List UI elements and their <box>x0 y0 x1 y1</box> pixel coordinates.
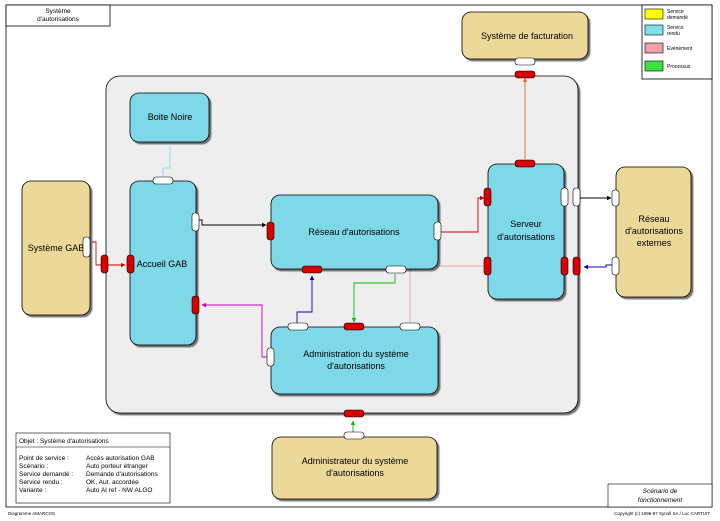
info-box: Objet : Système d'autorisations Point de… <box>15 432 171 504</box>
port-white <box>514 57 536 66</box>
link-admin-accueil <box>201 302 268 358</box>
info-key-1: Point de service : <box>19 455 69 462</box>
scenario-line-2: fonctionnement <box>638 497 684 504</box>
info-val-5: Auto AI ref - NW ALGO <box>86 487 152 494</box>
node-reseau-autorisations[interactable]: Réseau d'autorisations <box>270 194 439 270</box>
node-accueil-gab-label: Accueil GAB <box>137 259 188 269</box>
legend: Service demandé Service rendu Evénement … <box>641 4 713 80</box>
node-administration-line1: Administration du système <box>303 349 409 359</box>
title-line-2: d'autorisations <box>37 16 79 23</box>
port-white <box>191 212 200 232</box>
port-red <box>343 409 365 418</box>
legend-swatch-service-demande <box>644 8 664 20</box>
node-serveur-autorisations[interactable]: Serveur d'autorisations <box>487 163 565 300</box>
port-red <box>343 322 365 331</box>
link-reseau-admin <box>351 274 396 323</box>
node-systeme-facturation-label: Système de facturation <box>481 31 573 41</box>
info-key-5: Variante : <box>19 487 47 494</box>
info-key-3: Service demandé : <box>19 471 73 478</box>
node-administrateur-line2: d'autorisations <box>326 468 384 478</box>
node-reseau-externes-line1: Réseau <box>638 214 669 224</box>
node-boite-noire[interactable]: Boite Noire <box>129 92 210 143</box>
footer-left: Diagramme AMARCOS <box>8 511 55 516</box>
port-white <box>572 187 581 207</box>
node-reseau-externes-line3: externes <box>637 238 672 248</box>
legend-swatch-processus <box>644 60 664 72</box>
footer-right: Copyright (c) 1996-97 Synoll SA / Luc CA… <box>614 511 710 516</box>
port-white <box>343 431 365 440</box>
info-val-3: Demande d'autorisations <box>86 471 158 478</box>
port-white <box>287 322 309 331</box>
legend-label-2a: Service <box>667 25 684 31</box>
port-red <box>100 254 109 274</box>
legend-swatch-service-rendu <box>644 24 664 36</box>
port-red <box>301 265 323 274</box>
info-objet: Objet : Système d'autorisations <box>19 438 110 445</box>
title-line-1: Système <box>45 8 71 15</box>
port-white <box>611 189 620 207</box>
node-administration-systeme[interactable]: Administration du système d'autorisation… <box>270 326 439 395</box>
legend-label-1b: demandé <box>667 15 688 21</box>
node-systeme-gab[interactable]: Système GAB <box>21 180 91 316</box>
node-boite-noire-label: Boite Noire <box>148 112 193 122</box>
port-white <box>399 322 421 331</box>
port-red <box>514 159 536 168</box>
port-red <box>266 221 275 241</box>
port-white <box>82 236 91 258</box>
link-externe-serveur <box>583 264 614 270</box>
node-administration-line2: d'autorisations <box>327 361 385 371</box>
node-systeme-facturation[interactable]: Système de facturation <box>461 11 589 60</box>
node-administrateur-systeme[interactable]: Administrateur du système d'autorisation… <box>271 436 438 500</box>
link-gab-accueil <box>92 241 126 268</box>
port-red <box>514 70 536 79</box>
port-red <box>126 254 135 274</box>
scenario-box: Scénario de fonctionnement <box>607 483 713 508</box>
legend-swatch-evenement <box>644 42 664 54</box>
node-systeme-gab-label: Système GAB <box>28 243 85 253</box>
info-val-4: OK, Aut. accordée <box>86 479 139 486</box>
port-red <box>572 256 581 276</box>
link-reseau-serveur <box>440 195 485 233</box>
info-val-2: Auto porteur étranger <box>86 463 149 470</box>
port-red <box>483 256 492 276</box>
link-admin-reseau <box>296 275 315 323</box>
legend-label-3: Evénement <box>667 46 693 52</box>
node-accueil-gab[interactable]: Accueil GAB <box>129 180 197 346</box>
node-reseau-autorisations-label: Réseau d'autorisations <box>308 227 400 237</box>
legend-label-2b: rendu <box>667 31 680 37</box>
port-white <box>152 176 174 185</box>
port-white <box>433 221 442 241</box>
port-white <box>385 265 407 274</box>
info-key-4: Service rendu : <box>19 479 63 486</box>
info-val-1: Accès autorisation GAB <box>86 455 155 462</box>
node-reseau-externes-line2: d'autorisations <box>625 226 683 236</box>
ports <box>82 57 620 440</box>
scenario-line-1: Scénario de <box>643 488 678 495</box>
info-key-2: Scénario : <box>19 463 48 470</box>
link-boite-accueil <box>162 146 171 179</box>
legend-label-1a: Service <box>667 9 684 15</box>
port-white <box>560 187 569 207</box>
port-white <box>266 347 275 367</box>
legend-label-4: Processus <box>667 64 691 70</box>
title-box: Système d'autorisations <box>5 4 111 27</box>
port-white <box>611 256 620 276</box>
node-reseau-externes[interactable]: Réseau d'autorisations externes <box>615 166 692 298</box>
node-serveur-line1: Serveur <box>510 219 542 229</box>
node-administrateur-line1: Administrateur du système <box>302 456 409 466</box>
port-red <box>560 256 569 276</box>
port-red <box>483 187 492 207</box>
node-serveur-line2: d'autorisations <box>497 232 555 242</box>
port-red <box>191 295 200 315</box>
